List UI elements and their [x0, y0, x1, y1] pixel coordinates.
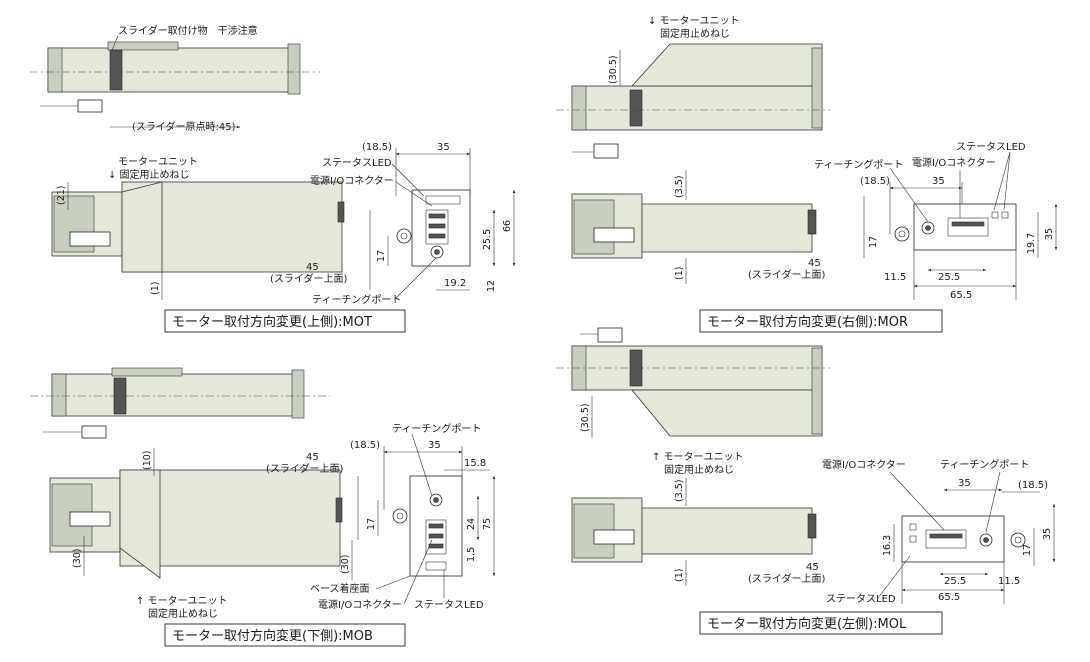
mor-dim-19-7: 19.7	[1026, 233, 1037, 254]
mob-dim-1-5: 1.5	[466, 547, 477, 562]
mol-dim-30-5: (30.5)	[580, 403, 591, 432]
mol-caption-box	[699, 611, 943, 635]
mor-dim-35v: 35	[1044, 228, 1055, 240]
mor-dim-17: 17	[868, 236, 879, 248]
mob-side-actuator	[49, 469, 343, 579]
mot-dim-1: (1)	[150, 282, 161, 295]
mot-teaching-port: ティーチングポート	[312, 293, 401, 306]
mot-power-io: 電源I/Oコネクター	[310, 174, 394, 187]
mol-dim-1: (1)	[674, 569, 685, 582]
mor-slider-top: (スライダー上面)	[748, 268, 826, 281]
mot-side-actuator	[51, 181, 345, 273]
mol-dim-35: 35	[958, 478, 971, 489]
mot-dim-25-5: 25.5	[482, 229, 493, 250]
mor-dim-1: (1)	[674, 267, 685, 280]
mor-dim-3-5: (3.5)	[674, 175, 685, 198]
mor-status-led: ステータスLED	[956, 141, 1026, 153]
mor-power-io: 電源I/Oコネクター	[912, 156, 996, 169]
mob-motor-note-2: 固定用止めねじ	[148, 607, 218, 620]
mol-controller	[901, 515, 1026, 563]
mot-dim-66: 66	[502, 220, 513, 232]
mol-side-actuator	[571, 497, 817, 563]
mot-dim-18-5: (18.5)	[362, 142, 392, 153]
mob-dim-15-8: 15.8	[464, 458, 486, 469]
mor-dim-25-5: 25.5	[938, 272, 960, 283]
mob-controller	[392, 475, 463, 577]
mor-dim-11-5: 11.5	[884, 272, 906, 283]
mor-dim-45: 45	[808, 258, 821, 269]
mol-slider-top: (スライダー上面)	[748, 572, 826, 585]
mob-dim-18-5: (18.5)	[350, 440, 380, 451]
mot-motor-note-1: モーターユニット	[118, 156, 198, 168]
mob-dim-75: 75	[482, 518, 493, 530]
mot-controller	[396, 189, 471, 267]
mor-side-actuator	[571, 193, 817, 259]
mot-dim-45: 45	[306, 262, 319, 273]
mor-controller	[894, 203, 1017, 251]
mol-caption: モーター取付方向変更(左側):MOL	[707, 616, 907, 632]
mol-top-actuator	[571, 327, 823, 437]
mot-dim-21: (21)	[56, 185, 67, 205]
mob-caption: モーター取付方向変更(下側):MOB	[172, 628, 373, 644]
mor-dim-35: 35	[932, 176, 945, 187]
mot-slider-top: (スライダー上面)	[270, 272, 348, 285]
mob-top-actuator	[42, 367, 305, 439]
view-mor: ↓ モーターユニット 固定用止めねじ (30.5) (3.5) (1) ティーチ	[556, 15, 1058, 333]
mot-note-slider: スライダー取付け物 干渉注意	[118, 24, 258, 37]
mol-dim-11-5: 11.5	[998, 576, 1020, 587]
mob-dim-45: 45	[306, 452, 319, 463]
mob-power-io: 電源I/Oコネクター	[318, 598, 402, 611]
mor-dim-30-5: (30.5)	[608, 55, 619, 84]
mor-caption: モーター取付方向変更(右側):MOR	[707, 314, 908, 330]
mol-dim-3-5: (3.5)	[674, 479, 685, 502]
mob-teaching-port: ティーチングポート	[392, 422, 481, 435]
view-mob: (10) (30) ↑ モーターユニット 固定用止めねじ 45 (スライダー上面…	[30, 367, 496, 647]
mot-dim-19-2: 19.2	[444, 278, 466, 289]
mot-caption: モーター取付方向変更(上側):MOT	[172, 314, 372, 330]
mot-motor-note-2: ↓ 固定用止めねじ	[108, 168, 190, 181]
mol-dim-18-5: (18.5)	[1018, 480, 1048, 491]
mot-dim-35: 35	[437, 142, 450, 153]
mol-dim-17: 17	[1022, 544, 1033, 556]
mor-teaching-port: ティーチングポート	[814, 158, 903, 171]
view-mol: (30.5) ↑ モーターユニット 固定用止めねじ (3.5) (1) 電源I/	[556, 327, 1056, 635]
mol-dim-25-5: 25.5	[944, 576, 966, 587]
mob-dim-35: 35	[428, 440, 441, 451]
mol-motor-note-1: ↑ モーターユニット	[652, 451, 744, 463]
mob-dim-30b: (30)	[340, 554, 351, 574]
mot-caption-box	[164, 309, 406, 333]
mob-caption-box	[164, 623, 406, 647]
mol-dim-65-5: 65.5	[938, 592, 960, 603]
mot-note-origin: (スライダー原点時:45)	[132, 120, 236, 133]
mol-dim-16-3: 16.3	[882, 535, 893, 556]
mot-dim-17: 17	[376, 250, 387, 262]
mor-dim-65-5: 65.5	[950, 290, 972, 301]
mob-status-led: ステータスLED	[414, 599, 484, 611]
mot-status-led: ステータスLED	[322, 157, 392, 169]
mol-dim-45: 45	[806, 562, 819, 573]
mor-motor-note-2: 固定用止めねじ	[660, 27, 730, 40]
mob-dim-24: 24	[466, 518, 477, 530]
mot-top-actuator	[40, 41, 301, 113]
mob-slider-top: (スライダー上面)	[266, 462, 344, 475]
mol-power-io: 電源I/Oコネクター	[822, 458, 906, 471]
mol-dim-35v: 35	[1042, 528, 1053, 540]
mol-motor-note-2: 固定用止めねじ	[664, 463, 734, 476]
view-mot: スライダー取付け物 干渉注意 (スライダー原点時:45) モーターユニット ↓ …	[30, 24, 516, 333]
mor-dim-18-5: (18.5)	[860, 176, 890, 187]
mob-dim-10: (10)	[142, 450, 153, 470]
mor-top-actuator	[571, 43, 823, 159]
mob-motor-note-1: ↑ モーターユニット	[136, 595, 228, 607]
mob-dim-30: (30)	[72, 548, 83, 568]
mob-dim-17: 17	[366, 518, 377, 530]
mot-dim-12: 12	[486, 280, 497, 292]
mor-caption-box	[699, 309, 943, 333]
mor-motor-note-1: ↓ モーターユニット	[648, 15, 740, 27]
mol-teaching-port: ティーチングポート	[940, 458, 1029, 471]
mob-base-face: ベース着座面	[310, 582, 370, 595]
mol-status-led: ステータスLED	[826, 593, 896, 605]
